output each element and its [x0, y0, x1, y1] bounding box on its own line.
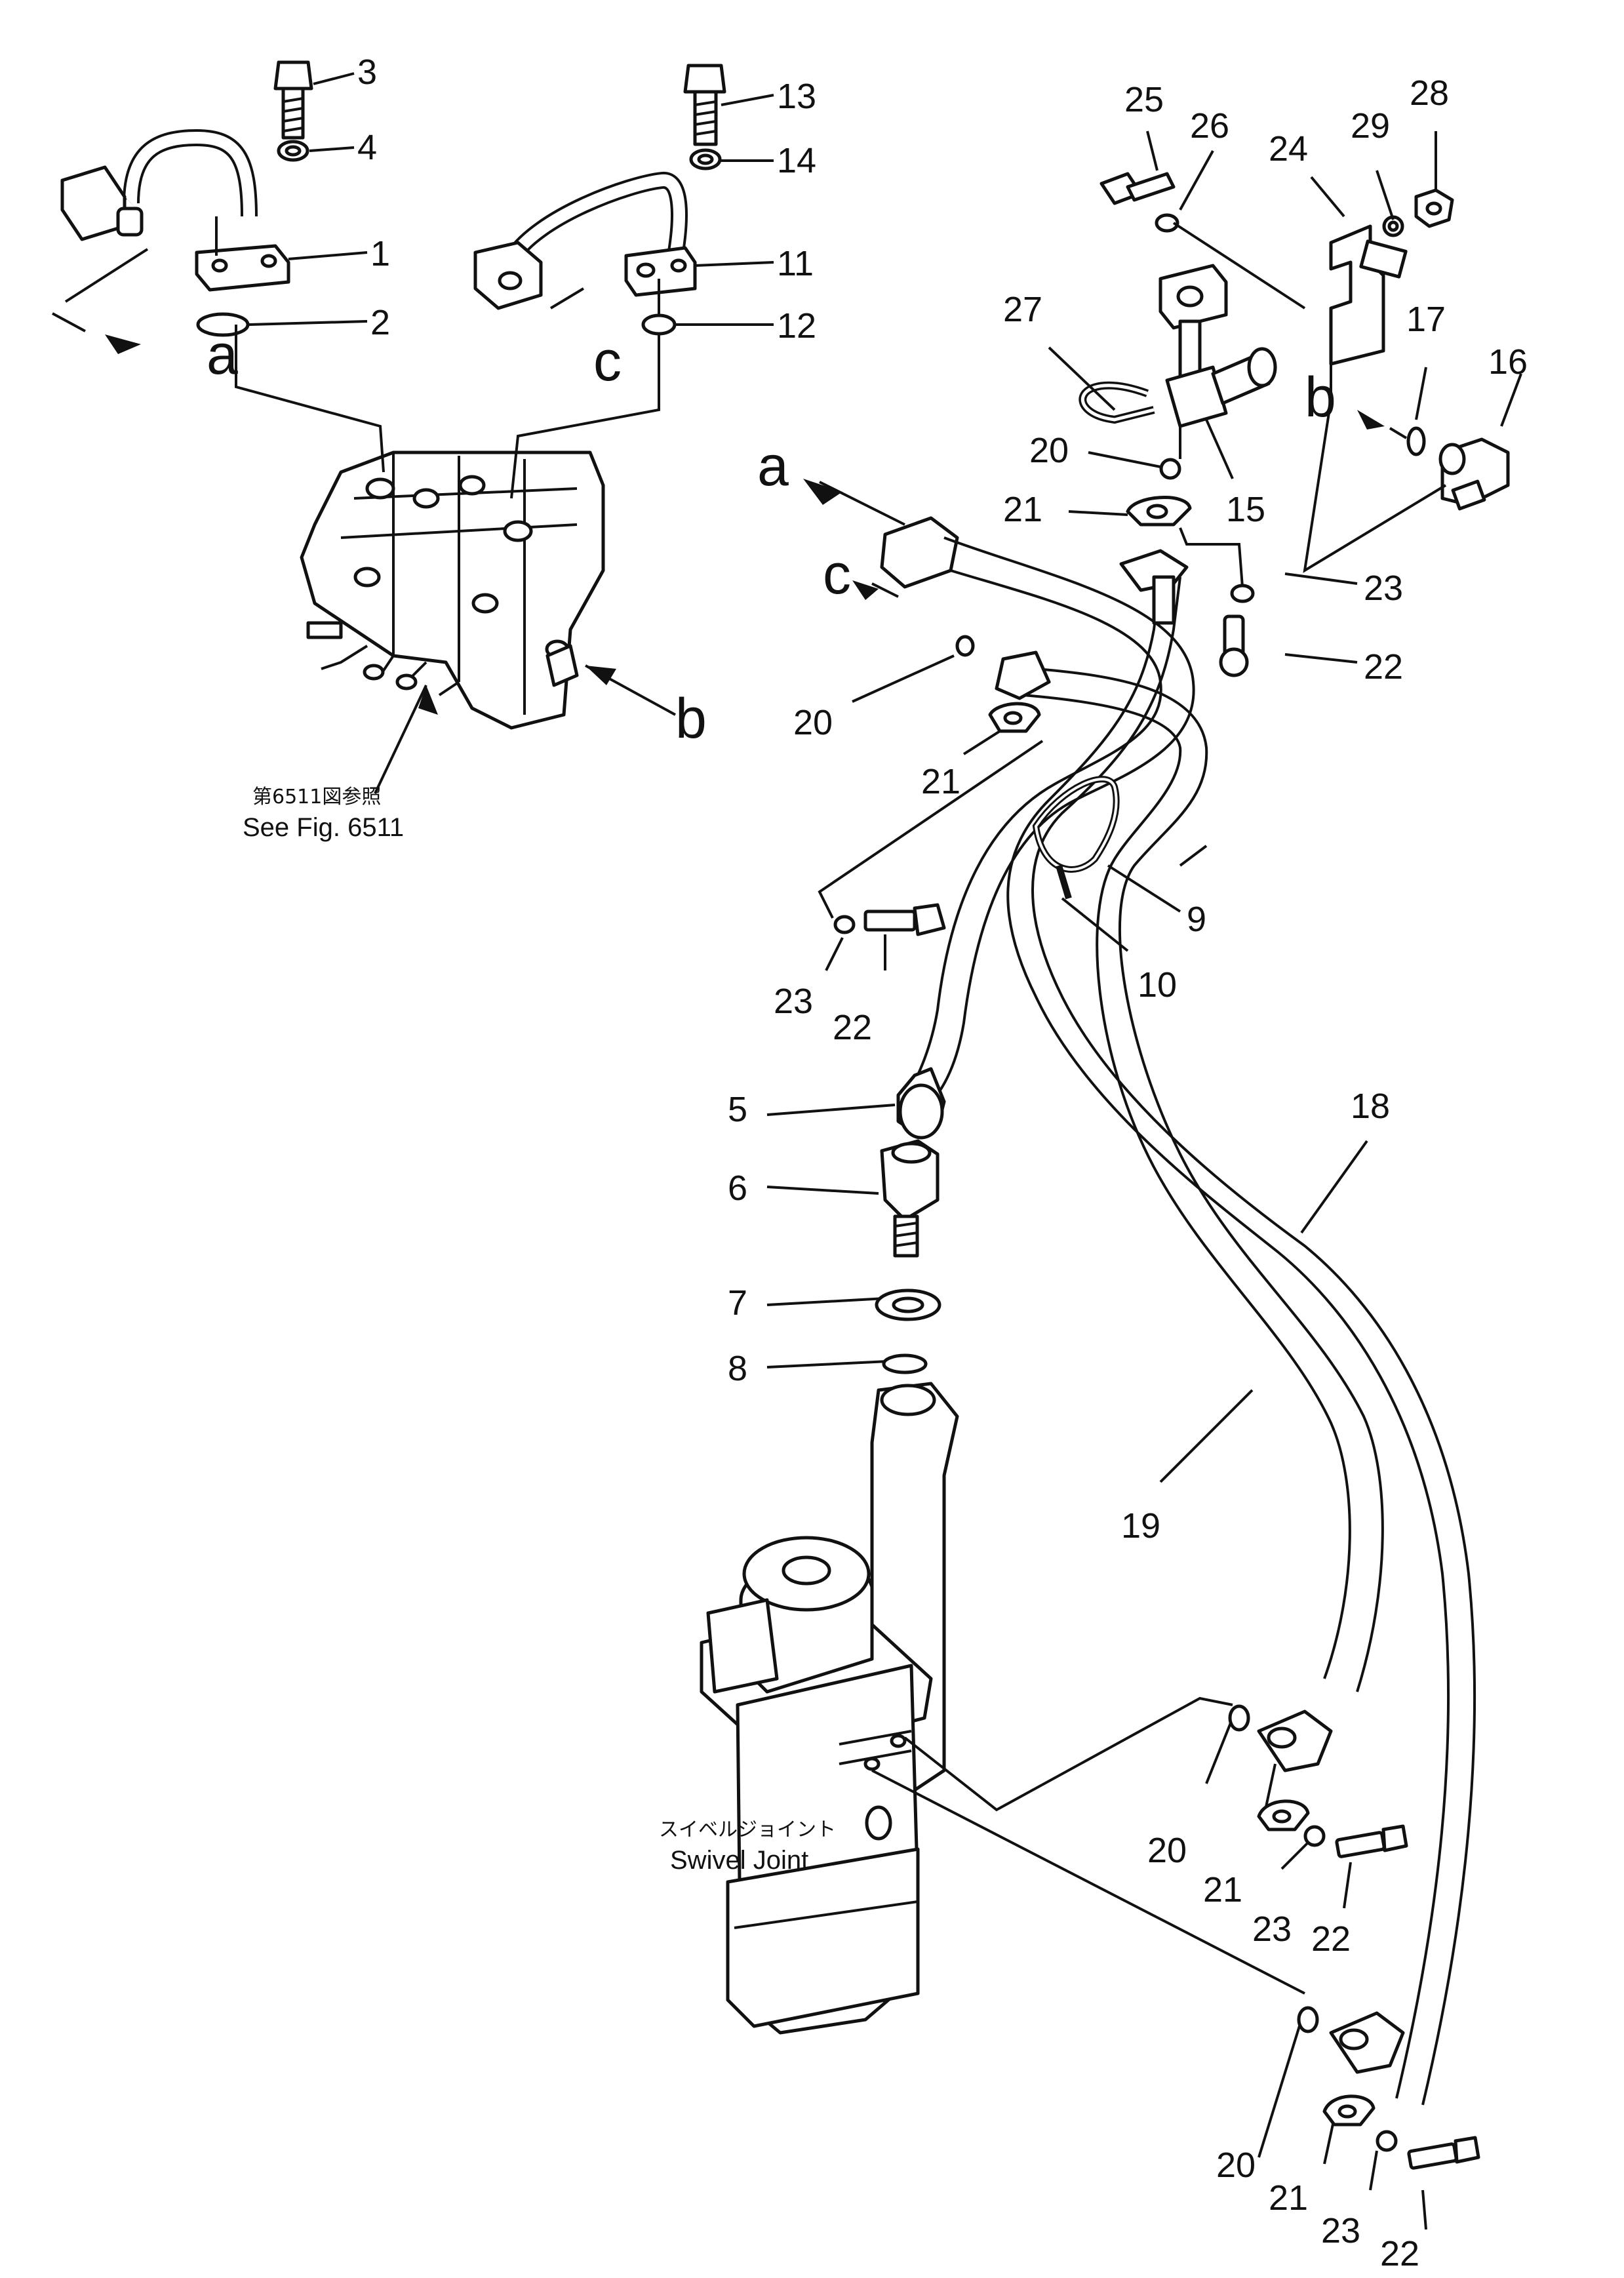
fitting-low1	[1257, 1709, 1333, 1772]
swivel-joint-body	[700, 1382, 959, 2035]
tee-block-15	[1159, 264, 1277, 428]
see-figure-caption-jp: 第6511図参照	[252, 786, 381, 809]
washer-29	[1382, 215, 1404, 237]
label-part-22-low1: 22	[1311, 1919, 1351, 1959]
label-part-22-mid: 22	[833, 1008, 872, 1047]
label-part-23-low1: 23	[1252, 1909, 1292, 1949]
strap-9	[1032, 776, 1120, 873]
label-part-14: 14	[777, 141, 816, 180]
label-part-23-mid: 23	[774, 982, 813, 1021]
label-part-16: 16	[1488, 342, 1528, 382]
oring-20-low2	[1297, 2006, 1319, 2033]
connection-letter-b-left: b	[675, 687, 707, 750]
oring-8	[882, 1353, 928, 1374]
label-part-21-low1: 21	[1203, 1870, 1242, 1909]
bracket-24	[1329, 224, 1408, 366]
label-part-29: 29	[1351, 106, 1390, 146]
bolt-22-low1	[1335, 1824, 1408, 1858]
oring-20-top	[1159, 458, 1181, 480]
label-part-13: 13	[777, 77, 816, 116]
pipe-assembly-1	[60, 129, 290, 292]
hose-b	[1006, 549, 1476, 2106]
bolt-13	[683, 64, 726, 146]
label-part-4: 4	[357, 128, 377, 167]
label-part-10: 10	[1138, 965, 1177, 1005]
ubolt-27	[1079, 381, 1155, 424]
label-part-26: 26	[1190, 106, 1229, 146]
label-part-6: 6	[728, 1169, 747, 1208]
label-part-20-top: 20	[1029, 431, 1069, 470]
label-part-23-low2: 23	[1321, 2211, 1360, 2250]
bolt-25	[1099, 172, 1176, 205]
seal-7	[875, 1289, 941, 1321]
label-part-27: 27	[1003, 290, 1042, 329]
nut-28	[1414, 188, 1454, 228]
washer-26	[1155, 213, 1179, 233]
pipe-assembly-11	[473, 172, 697, 310]
washer-23-low1	[1303, 1825, 1326, 1847]
see-figure-caption-en: See Fig. 6511	[243, 813, 404, 842]
hose-a	[880, 516, 1195, 1140]
label-part-17: 17	[1406, 300, 1446, 339]
oring-12	[641, 313, 677, 336]
label-part-21-low2: 21	[1269, 2178, 1308, 2218]
control-valve	[300, 450, 605, 730]
label-part-12: 12	[777, 306, 816, 346]
washer-23-top	[1230, 584, 1255, 603]
label-part-23-top: 23	[1364, 569, 1403, 608]
label-part-1: 1	[370, 234, 390, 273]
clamp-21-mid	[988, 702, 1041, 733]
label-part-11: 11	[777, 244, 814, 283]
label-part-20-mid: 20	[793, 703, 833, 742]
strap-10	[1056, 864, 1072, 900]
clamp-21-low2	[1322, 2094, 1376, 2127]
elbow-6	[880, 1139, 940, 1258]
hose-c	[995, 650, 1384, 1692]
label-part-8: 8	[728, 1349, 747, 1388]
label-part-28: 28	[1410, 73, 1449, 113]
swivel-joint-caption-jp: スイベルジョイント	[659, 1818, 836, 1841]
label-part-25: 25	[1124, 80, 1164, 119]
label-part-24: 24	[1269, 129, 1308, 169]
label-part-20-low1: 20	[1147, 1831, 1187, 1870]
label-part-3: 3	[357, 52, 377, 92]
connection-letter-b-right: b	[1305, 366, 1336, 429]
clamp-21-low1	[1257, 1799, 1310, 1831]
oring-17	[1406, 426, 1426, 456]
label-part-21-mid: 21	[921, 762, 961, 801]
label-part-21-top: 21	[1003, 490, 1042, 529]
oring-20-mid	[955, 635, 975, 657]
label-part-22-low2: 22	[1380, 2234, 1419, 2273]
label-part-19: 19	[1121, 1506, 1160, 1546]
connection-letter-a-left: a	[207, 323, 238, 386]
oring-20-low1	[1228, 1704, 1250, 1732]
clamp-21-top	[1126, 496, 1192, 527]
connection-letter-a-right: a	[757, 435, 789, 498]
label-part-9: 9	[1187, 900, 1206, 939]
label-part-5: 5	[728, 1090, 747, 1129]
elbow-16	[1438, 437, 1510, 511]
connection-letter-c-left: c	[593, 330, 622, 393]
label-part-15: 15	[1226, 490, 1265, 529]
bolt-22-low2	[1407, 2136, 1480, 2170]
bolt-22-top	[1219, 614, 1249, 677]
label-part-2: 2	[370, 303, 390, 342]
washer-23-mid	[833, 915, 856, 934]
washer-23-low2	[1376, 2130, 1398, 2152]
bolt-3	[273, 60, 313, 140]
label-part-7: 7	[728, 1283, 747, 1323]
label-part-20-low2: 20	[1216, 2146, 1256, 2185]
label-part-18: 18	[1351, 1087, 1390, 1126]
washer-14	[689, 148, 722, 170]
connection-letter-c-right: c	[823, 543, 851, 606]
bolt-22-mid	[863, 903, 946, 936]
swivel-joint-caption-en: Swivel Joint	[670, 1846, 808, 1875]
washer-4	[277, 140, 309, 162]
label-part-22-top: 22	[1364, 647, 1403, 687]
fitting-low2	[1329, 2011, 1405, 2074]
